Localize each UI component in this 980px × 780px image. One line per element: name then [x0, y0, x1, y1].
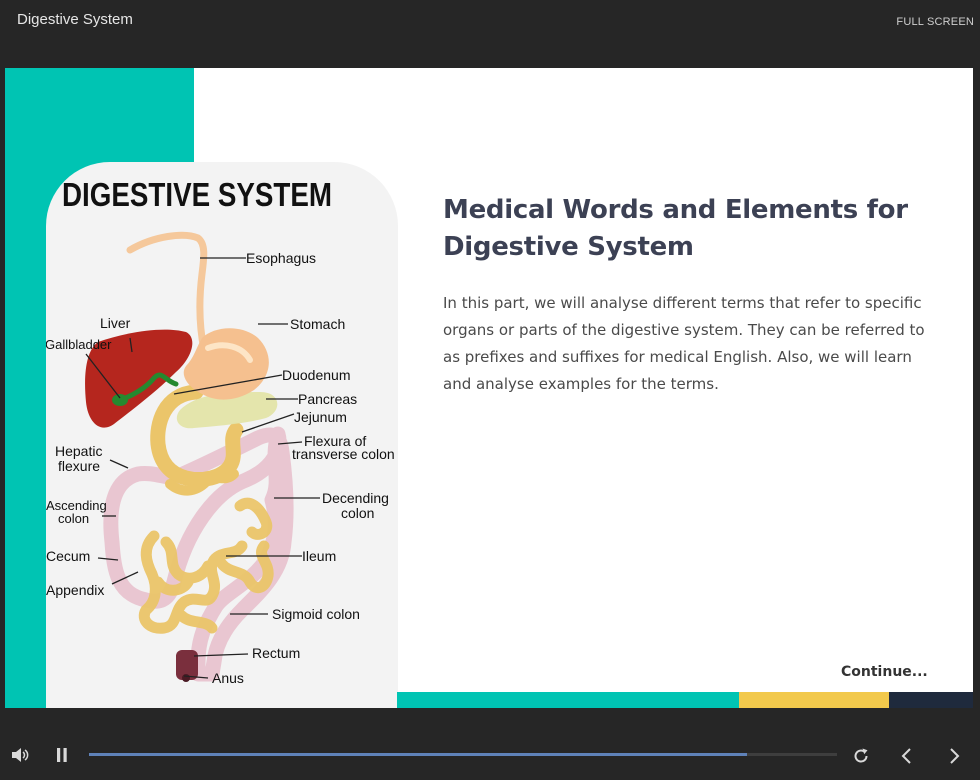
label-gallbladder: Gallbladder: [46, 337, 112, 352]
replay-icon[interactable]: [851, 746, 871, 766]
continue-button[interactable]: Continue...: [841, 664, 928, 680]
label-sigmoid: Sigmoid colon: [272, 606, 360, 622]
label-flexura-2: transverse colon: [292, 446, 395, 462]
label-pancreas: Pancreas: [298, 391, 357, 407]
label-ascending-2: colon: [58, 511, 89, 526]
diagram-title: DIGESTIVE SYSTEM: [62, 176, 332, 213]
chevron-left-icon[interactable]: [899, 746, 915, 766]
label-decending-2: colon: [341, 505, 374, 521]
slide: DIGESTIVE SYSTEM: [5, 68, 973, 708]
course-title: Digestive System: [17, 11, 133, 28]
label-ileum: Ileum: [302, 548, 336, 564]
top-bar: Digestive System FULL SCREEN: [0, 0, 980, 44]
label-jejunum: Jejunum: [294, 409, 347, 425]
bottom-strip-teal: [397, 692, 739, 708]
label-stomach: Stomach: [290, 316, 345, 332]
progress-fill: [89, 753, 748, 756]
slide-heading: Medical Words and Elements for Digestive…: [443, 195, 908, 262]
pause-icon[interactable]: [55, 747, 69, 763]
volume-icon[interactable]: [10, 746, 30, 764]
label-esophagus: Esophagus: [246, 250, 316, 266]
bottom-strip-yellow: [739, 692, 889, 708]
progress-bar[interactable]: [89, 753, 837, 756]
label-rectum: Rectum: [252, 645, 300, 661]
label-ascending-1: Ascending: [46, 498, 107, 513]
label-hepatic-1: Hepatic: [55, 443, 102, 459]
player-controls: [0, 730, 980, 780]
slide-body-text: In this part, we will analyse different …: [443, 294, 925, 393]
label-anus: Anus: [212, 670, 244, 686]
label-appendix: Appendix: [46, 582, 104, 598]
label-cecum: Cecum: [46, 548, 90, 564]
chevron-right-icon[interactable]: [946, 746, 962, 766]
digestive-diagram: DIGESTIVE SYSTEM: [46, 176, 395, 686]
label-liver: Liver: [100, 315, 131, 331]
bottom-strip-navy: [889, 692, 973, 708]
digestive-system-image: DIGESTIVE SYSTEM: [46, 162, 398, 708]
label-decending-1: Decending: [322, 490, 389, 506]
label-duodenum: Duodenum: [282, 367, 351, 383]
label-hepatic-2: flexure: [58, 458, 100, 474]
label-flexura-1: Flexura of: [304, 433, 366, 449]
fullscreen-button[interactable]: FULL SCREEN: [896, 16, 974, 28]
